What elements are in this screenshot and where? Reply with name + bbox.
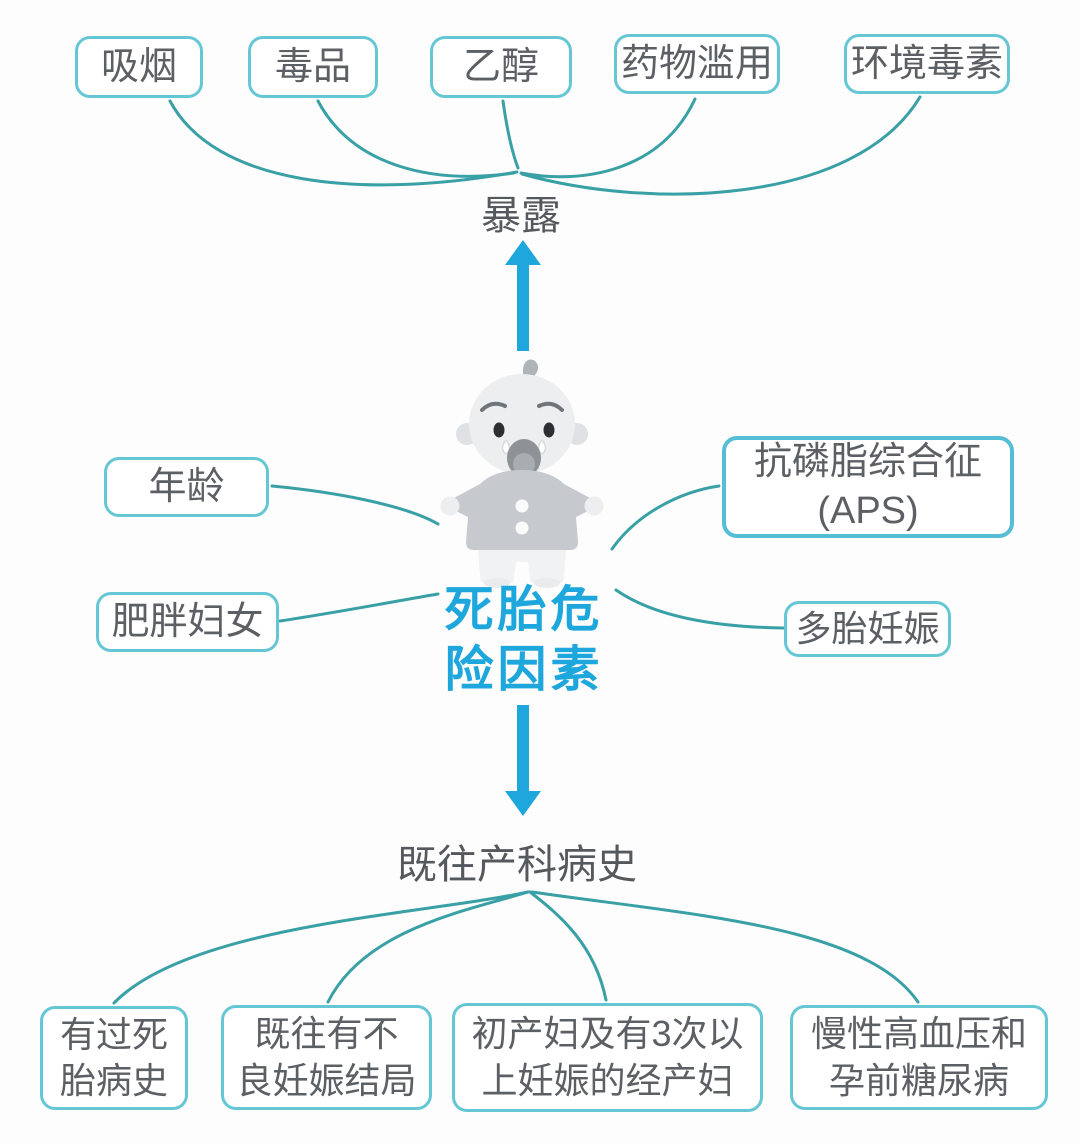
node-label: 药物滥用 <box>620 42 773 85</box>
node-label-line1: 初产妇及有3次以 <box>471 1013 744 1055</box>
node-stillbirth-history: 有过死 胎病史 <box>40 1006 188 1110</box>
node-label-line2: 良妊娠结局 <box>236 1059 417 1101</box>
node-multiple-pregnancy: 多胎妊娠 <box>784 601 951 657</box>
baby-button-top <box>515 499 529 513</box>
connector-multiple-pregnancy <box>614 588 785 630</box>
diagram-title-line1: 死胎危 <box>444 583 604 637</box>
baby-head <box>469 374 575 474</box>
baby-hand-right <box>584 496 604 516</box>
node-label: 吸烟 <box>100 45 177 88</box>
node-age: 年龄 <box>104 457 269 517</box>
node-label-line1: 有过死 <box>59 1013 168 1055</box>
node-label: 乙醇 <box>462 45 539 88</box>
node-label-line2: (APS) <box>817 490 919 532</box>
baby-foot-right <box>534 578 560 588</box>
node-drug-abuse: 药物滥用 <box>614 34 780 94</box>
arrow-down-icon <box>505 705 541 816</box>
node-ethanol: 乙醇 <box>430 36 572 98</box>
node-aps: 抗磷脂综合征 (APS) <box>722 436 1014 538</box>
node-obese-women: 肥胖妇女 <box>96 592 279 652</box>
node-smoking: 吸烟 <box>75 36 203 98</box>
node-label: 多胎妊娠 <box>795 607 940 649</box>
node-label: 年龄 <box>148 465 225 508</box>
top-branch-label: 暴露 <box>481 194 561 238</box>
node-label-line2: 上妊娠的经产妇 <box>481 1059 734 1101</box>
bottom-branch-label: 既往产科病史 <box>397 843 637 887</box>
baby-pants <box>478 550 566 584</box>
node-label: 环境毒素 <box>850 42 1003 85</box>
baby-eyebrow-left <box>480 401 507 412</box>
diagram-title: 死胎危 险因素 <box>444 580 603 700</box>
connector-drug-abuse <box>519 97 697 179</box>
connector-age <box>270 484 440 526</box>
node-label-line1: 抗磷脂综合征 <box>753 441 982 484</box>
baby-button-bottom <box>515 521 529 535</box>
connector-drugs <box>316 99 516 178</box>
diagram-title-line2: 险因素 <box>444 643 604 697</box>
connector-ethanol <box>501 99 520 170</box>
node-label-line1: 慢性高血压和 <box>810 1013 1027 1055</box>
baby-eye-left <box>493 422 505 438</box>
node-label: 毒品 <box>274 45 351 88</box>
node-label-line2: 胎病史 <box>59 1060 168 1101</box>
arrow-up-icon <box>505 240 541 351</box>
connector-smoking <box>168 99 519 187</box>
node-label-line2: 孕前糖尿病 <box>828 1059 1009 1101</box>
baby-hand-left <box>440 496 460 516</box>
connector-hypertension-diabetes <box>530 890 920 1004</box>
baby-tear-right <box>537 439 547 455</box>
connector-adverse-outcome <box>326 890 530 1004</box>
crying-baby-illustration <box>440 359 604 588</box>
node-adverse-outcome: 既往有不 良妊娠结局 <box>221 1005 432 1110</box>
node-parity: 初产妇及有3次以 上妊娠的经产妇 <box>452 1003 763 1112</box>
node-label-line1: 既往有不 <box>254 1013 399 1055</box>
baby-eye-right <box>543 422 555 438</box>
node-label: 肥胖妇女 <box>111 600 264 643</box>
baby-tongue <box>513 453 535 475</box>
connector-aps <box>610 484 721 551</box>
baby-eyebrow-right <box>537 401 564 412</box>
node-hypertension-diabetes: 慢性高血压和 孕前糖尿病 <box>790 1005 1048 1110</box>
baby-tear-left <box>501 439 511 455</box>
connector-obese-women <box>278 592 440 623</box>
node-drugs: 毒品 <box>248 36 378 98</box>
connector-env-toxins <box>520 95 922 196</box>
connector-stillbirth-history <box>112 890 530 1005</box>
connector-parity <box>528 890 608 1002</box>
baby-foot-left <box>484 578 510 588</box>
node-env-toxins: 环境毒素 <box>844 34 1010 94</box>
